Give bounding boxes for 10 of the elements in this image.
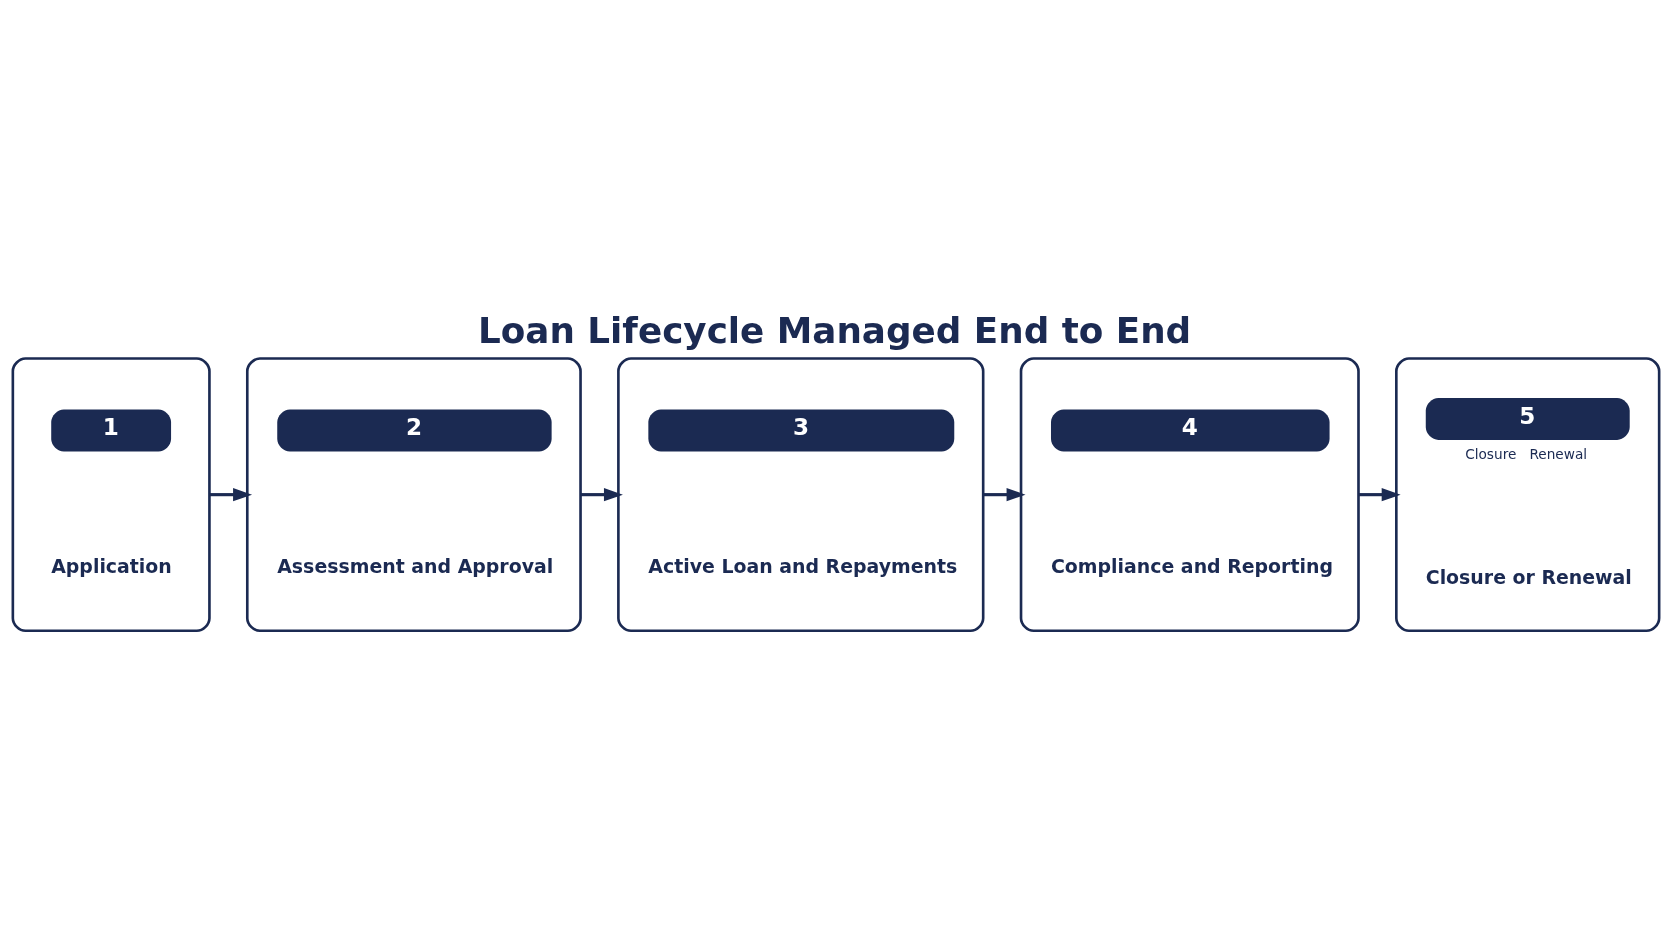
- node-box: 1 Application: [11, 356, 211, 632]
- diagram-title: Loan Lifecycle Managed End to End: [478, 309, 1192, 351]
- arrow: [580, 487, 623, 501]
- arrow: [983, 487, 1026, 501]
- node-box: 3 Active Loan and Repayments: [617, 356, 985, 632]
- arrow: [1358, 487, 1401, 501]
- node-box: 2 Assessment and Approval: [245, 356, 582, 632]
- node-box: 4 Compliance and Reporting: [1019, 356, 1360, 632]
- arrow: [209, 487, 253, 501]
- node-box: 5 Closure Renewal Closure or Renewal: [1395, 356, 1661, 632]
